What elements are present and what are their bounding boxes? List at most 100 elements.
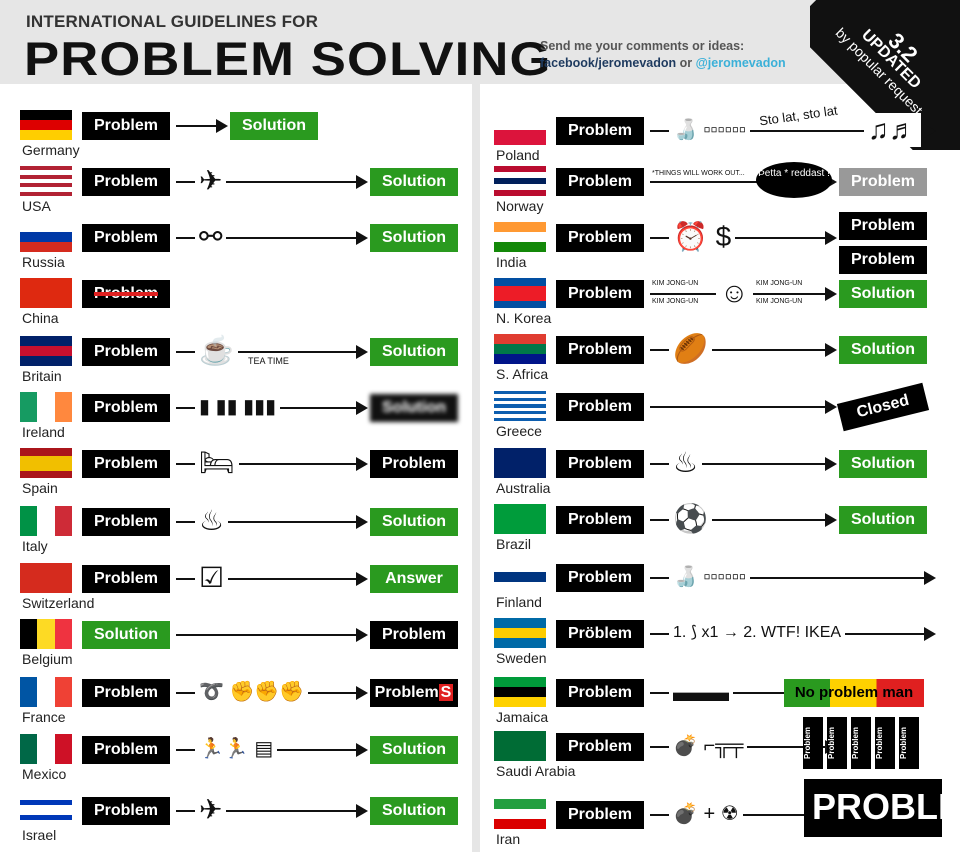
flag-stripe: [494, 404, 546, 408]
result-box: Solution: [370, 168, 458, 196]
flag-stripe: [20, 820, 72, 825]
connector-line: [650, 577, 924, 579]
flag-icon: [494, 677, 546, 707]
flag-stripe: [20, 187, 72, 192]
country-name: Norway: [496, 198, 544, 214]
flag-icon: [20, 222, 72, 252]
facebook-link[interactable]: facebook/jeromevadon: [540, 56, 677, 70]
country-name: Greece: [496, 423, 542, 439]
flag-stripe: [494, 397, 546, 401]
flag-stripe: [20, 346, 72, 356]
problem-box: Problem: [556, 506, 644, 534]
twitter-link[interactable]: @jeromevadon: [695, 56, 786, 70]
connector-line: [650, 692, 825, 694]
result-box: Solution: [230, 112, 318, 140]
flag-icon: [20, 336, 72, 366]
problem-box: Pröblem: [556, 620, 644, 648]
flag-stripe: [20, 506, 38, 536]
flag-icon: [20, 677, 72, 707]
result-box: Solution: [370, 224, 458, 252]
tea-cup-icon: ☕: [195, 334, 238, 368]
flag-stripe: [54, 734, 72, 764]
vodka-bottle-icon: 🍶 ▫▫▫▫▫▫: [669, 560, 750, 594]
flag-stripe: [20, 166, 72, 171]
flag-stripe: [54, 677, 72, 707]
problem-box: Problem: [556, 450, 644, 478]
arrow-head: [356, 345, 368, 359]
flag-stripe: [494, 232, 546, 242]
flag-stripe: [494, 130, 546, 145]
country-name: China: [22, 310, 59, 326]
country-name: Ireland: [22, 424, 65, 440]
connector-line: [176, 351, 356, 353]
flag-stripe: [20, 130, 72, 140]
problem-box: Problem: [82, 394, 170, 422]
result-box: Problem: [875, 717, 895, 769]
problem-box: Problem: [82, 112, 170, 140]
flag-stripe: [20, 178, 72, 184]
flag-stripe: [54, 392, 72, 422]
result-box: Solution: [370, 736, 458, 764]
rugby-player-icon: 🏉: [669, 332, 712, 366]
flag-stripe: [494, 618, 546, 628]
drone-icon: ✈: [195, 164, 227, 198]
problem-box: Problem: [556, 117, 644, 145]
country-name: Israel: [22, 827, 57, 843]
flag-stripe: [20, 336, 72, 346]
connector-line: [176, 578, 356, 580]
connector-line: [176, 634, 356, 636]
flag-stripe: [494, 394, 546, 398]
connector-line: [650, 463, 825, 465]
flag-icon: [494, 618, 546, 648]
result-box-2: Problem: [839, 246, 927, 274]
arrow-head: [356, 401, 368, 415]
contact-info: Send me your comments or ideas: facebook…: [540, 38, 786, 72]
problem-box: Problem: [82, 736, 170, 764]
connector-line: [176, 125, 216, 127]
arrow-head: [356, 457, 368, 471]
problem-box: Problem: [556, 801, 644, 829]
flag-icon: [20, 110, 72, 140]
result-box: PROBLEM: [804, 779, 960, 837]
country-name: Russia: [22, 254, 65, 270]
flag-icon: [494, 448, 546, 478]
country-name: Jamaica: [496, 709, 549, 725]
connector-line: [650, 181, 825, 183]
result-box: Answer: [370, 565, 458, 593]
result-box: Problem: [370, 621, 458, 649]
flag-icon: [20, 448, 72, 478]
problem-box: Problem: [556, 280, 644, 308]
connector-line: [176, 810, 356, 812]
country-name: Belgium: [22, 651, 73, 667]
result-box: Problem: [839, 168, 927, 196]
flag-stripe: [20, 356, 72, 366]
flag-stripe: [20, 677, 38, 707]
flag-stripe: [494, 414, 546, 418]
problem-box: Problem: [82, 224, 170, 252]
country-name: S. Africa: [496, 366, 549, 382]
arrow-head: [924, 571, 936, 585]
flag-icon: [20, 619, 72, 649]
flag-stripe: [494, 400, 546, 405]
red-s: S: [438, 684, 454, 701]
flag-stripe: [494, 334, 546, 344]
flag-stripe: [20, 392, 38, 422]
ikea-assembly-icon: 1. ⟆ x1 → 2. WTF! IKEA: [669, 616, 846, 650]
flag-stripe: [494, 293, 546, 301]
arrow-head: [825, 513, 837, 527]
flag-stripe: [20, 619, 38, 649]
flag-stripe: [494, 562, 546, 572]
country-name: Switzerland: [22, 595, 95, 611]
flag-icon: [494, 562, 546, 592]
kim-label: KIM JONG-UN: [652, 280, 699, 288]
country-name: Britain: [22, 368, 62, 384]
kim-label: KIM JONG-UN: [756, 298, 803, 306]
